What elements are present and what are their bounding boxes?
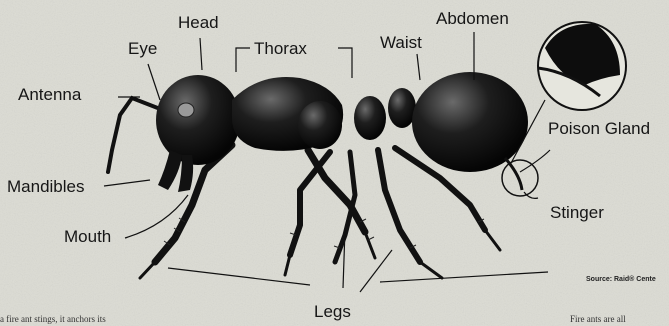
- label-head: Head: [178, 14, 219, 31]
- label-thorax: Thorax: [254, 40, 307, 57]
- caption-text-right: Fire ants are all: [570, 314, 626, 324]
- ant-abdomen-shape: [412, 72, 528, 172]
- ant-waist-shape: [354, 96, 386, 140]
- label-waist: Waist: [380, 34, 422, 51]
- label-poison-gland: Poison Gland: [548, 120, 650, 137]
- label-legs: Legs: [314, 303, 351, 320]
- source-credit: Source: Raid® Cente: [586, 276, 656, 283]
- caption-text-left: a fire ant stings, it anchors its: [0, 314, 106, 324]
- label-stinger: Stinger: [550, 204, 604, 221]
- label-mandibles: Mandibles: [7, 178, 85, 195]
- ant-head-shape: [156, 75, 240, 165]
- label-eye: Eye: [128, 40, 157, 57]
- ant-eye-shape: [178, 103, 194, 117]
- label-antenna: Antenna: [18, 86, 81, 103]
- label-mouth: Mouth: [64, 228, 111, 245]
- label-abdomen: Abdomen: [436, 10, 509, 27]
